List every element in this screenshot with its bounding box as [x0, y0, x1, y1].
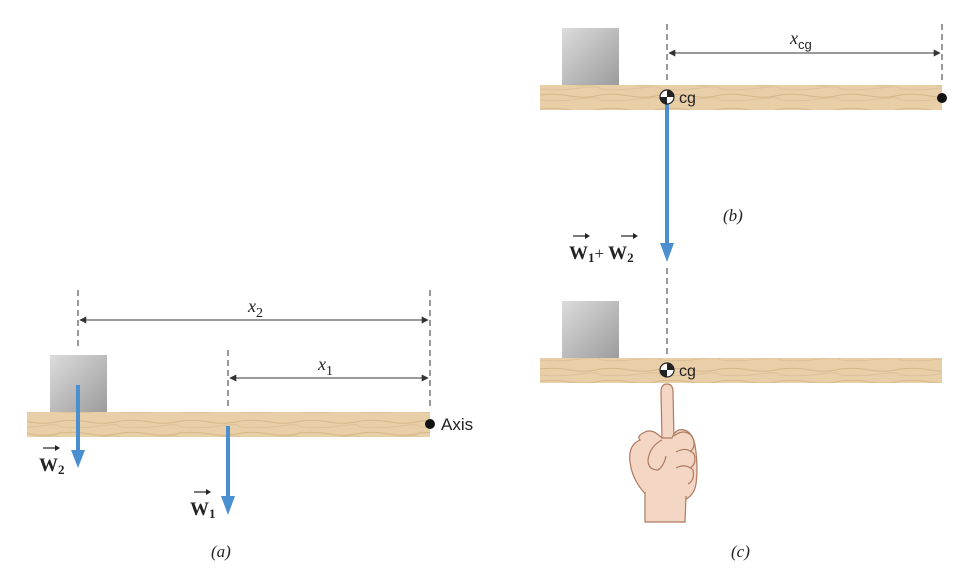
svg-text:W1+W2: W1+W2 [569, 243, 634, 265]
sum-weight-arrow-head [660, 243, 674, 262]
caption-b: (b) [723, 206, 743, 225]
board-b [540, 85, 942, 110]
w2-label: W2 [39, 445, 65, 477]
xcg-label: xcg [789, 28, 812, 52]
cg-label-c: cg [679, 363, 696, 380]
cg-symbol-b [659, 89, 675, 105]
svg-text:W1: W1 [190, 499, 216, 521]
axis-label: Axis [441, 415, 473, 434]
weight-block-c [562, 301, 619, 358]
w1-arrow-head [221, 496, 235, 515]
axis-point-b [937, 93, 947, 103]
x2-label: x2 [247, 296, 263, 321]
sum-weight-label: W1+W2 [569, 233, 638, 265]
caption-a: (a) [211, 542, 231, 561]
caption-c: (c) [731, 542, 750, 561]
panel-c: cg (c) [540, 268, 942, 561]
svg-text:W2: W2 [39, 455, 65, 477]
cg-symbol-c [659, 362, 675, 378]
pointing-hand-icon [629, 383, 698, 523]
board-c [540, 358, 942, 383]
w2-arrow-head [71, 450, 85, 468]
w1-label: W1 [190, 489, 216, 521]
cg-label-b: cg [679, 90, 696, 107]
panel-a: x2 x1 Axis W2 W1 (a) [27, 290, 473, 561]
weight-block-b [562, 28, 619, 85]
x1-label: x1 [317, 354, 333, 379]
panel-b: xcg cg W1+W2 (b) [540, 24, 947, 265]
axis-point [425, 419, 435, 429]
